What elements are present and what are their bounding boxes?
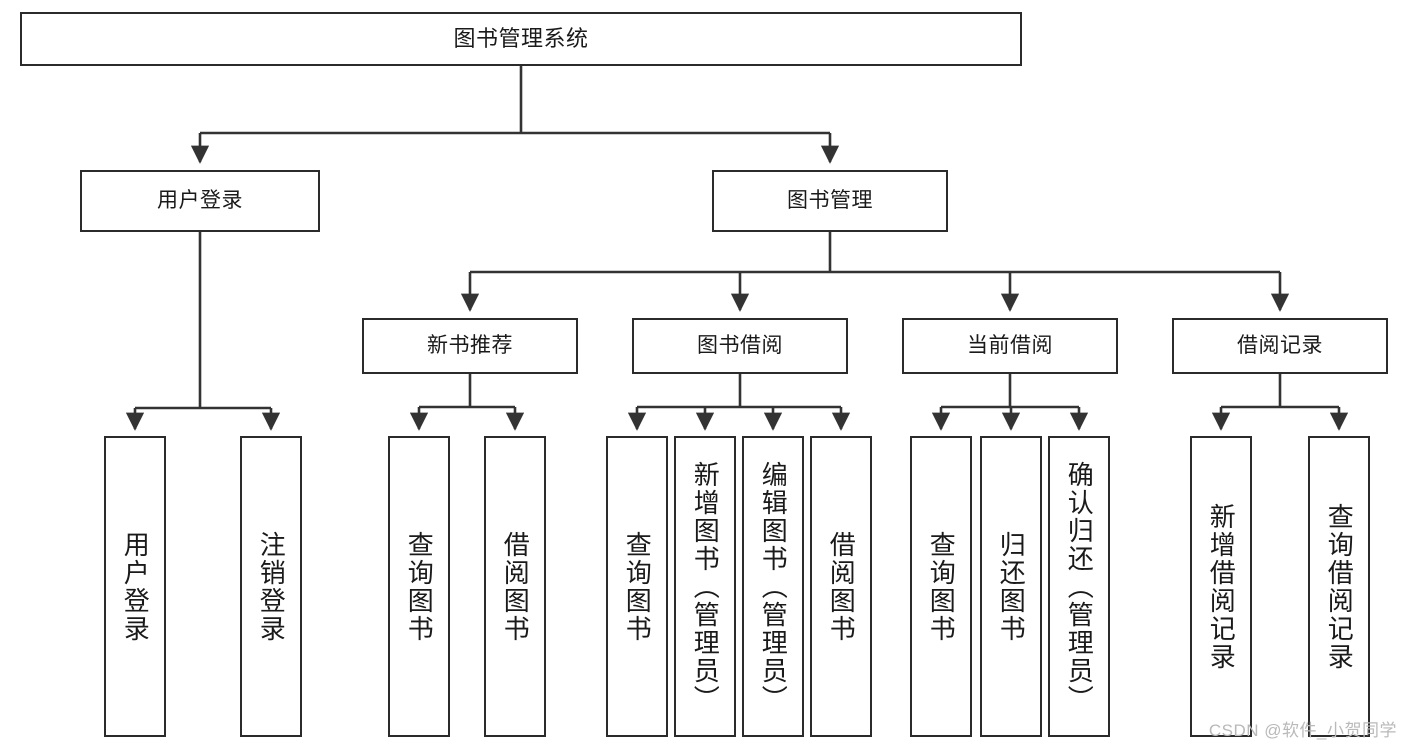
node-leaf-user-login[interactable]: 用户登录 [104, 436, 166, 737]
node-label: 当前借阅 [967, 333, 1053, 357]
node-label: 确认归还（管理员） [1064, 460, 1095, 713]
node-borrow-record[interactable]: 借阅记录 [1172, 318, 1388, 374]
node-current-borrow[interactable]: 当前借阅 [902, 318, 1118, 374]
node-label: 归还图书 [996, 530, 1027, 643]
node-label: 查询借阅记录 [1324, 502, 1355, 671]
node-leaf-add-borrow-record[interactable]: 新增借阅记录 [1190, 436, 1252, 737]
node-leaf-confirm-return[interactable]: 确认归还（管理员） [1048, 436, 1110, 737]
node-label: 用户登录 [157, 188, 243, 212]
node-leaf-return-book[interactable]: 归还图书 [980, 436, 1042, 737]
node-leaf-logout[interactable]: 注销登录 [240, 436, 302, 737]
node-leaf-query-borrow-record[interactable]: 查询借阅记录 [1308, 436, 1370, 737]
node-leaf-query-book-3[interactable]: 查询图书 [910, 436, 972, 737]
node-label: 借阅记录 [1237, 333, 1323, 357]
node-label: 图书管理 [787, 188, 873, 212]
node-book-manage[interactable]: 图书管理 [712, 170, 948, 232]
node-label: 借阅图书 [500, 530, 531, 643]
watermark: CSDN @软件_小贺同学 [1208, 721, 1397, 740]
node-label: 查询图书 [926, 530, 957, 643]
node-book-management-system[interactable]: 图书管理系统 [20, 12, 1022, 66]
node-leaf-borrow-book-1[interactable]: 借阅图书 [484, 436, 546, 737]
node-leaf-edit-book[interactable]: 编辑图书（管理员） [742, 436, 804, 737]
node-label: 新增图书（管理员） [690, 460, 721, 713]
node-label: 图书管理系统 [453, 26, 589, 52]
node-label: 借阅图书 [826, 530, 857, 643]
node-label: 新增借阅记录 [1206, 502, 1237, 671]
node-label: 查询图书 [404, 530, 435, 643]
node-label: 新书推荐 [427, 333, 513, 357]
node-leaf-add-book[interactable]: 新增图书（管理员） [674, 436, 736, 737]
node-label: 用户登录 [120, 530, 151, 643]
node-label: 查询图书 [622, 530, 653, 643]
node-user-login[interactable]: 用户登录 [80, 170, 320, 232]
node-label: 注销登录 [256, 530, 287, 643]
node-book-borrow[interactable]: 图书借阅 [632, 318, 848, 374]
node-leaf-query-book-2[interactable]: 查询图书 [606, 436, 668, 737]
node-label: 编辑图书（管理员） [758, 460, 789, 713]
node-new-book-recommend[interactable]: 新书推荐 [362, 318, 578, 374]
node-leaf-borrow-book-2[interactable]: 借阅图书 [810, 436, 872, 737]
node-leaf-query-book-1[interactable]: 查询图书 [388, 436, 450, 737]
node-label: 图书借阅 [697, 333, 783, 357]
